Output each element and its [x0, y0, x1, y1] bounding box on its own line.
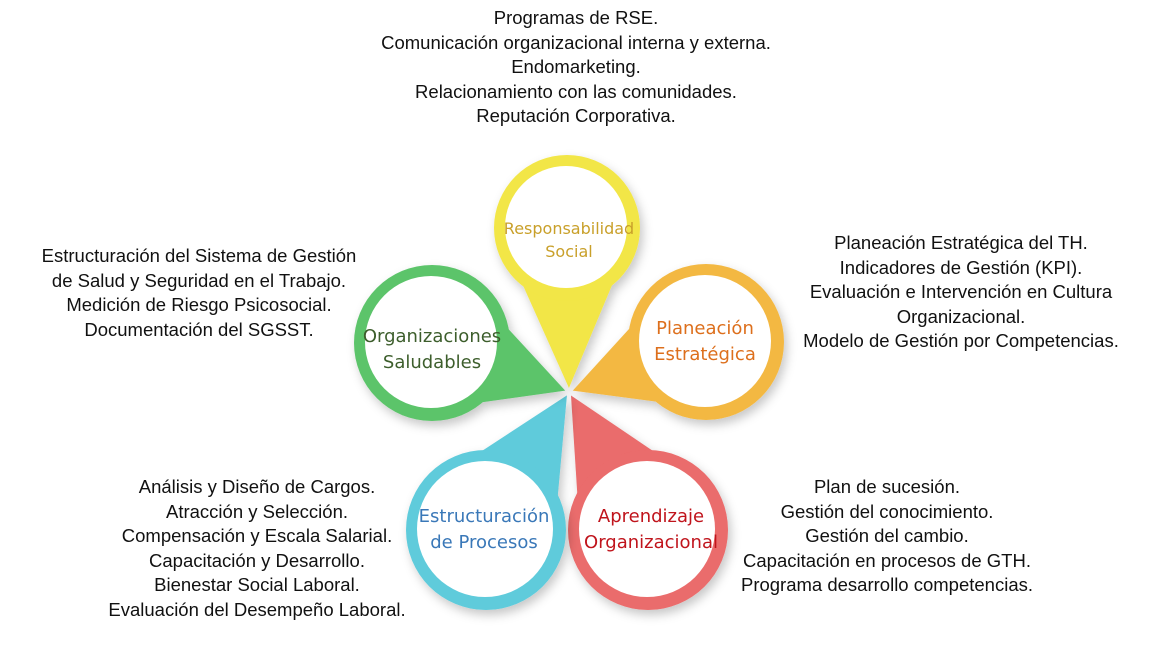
list-item: Reputación Corporativa. [476, 105, 676, 126]
title-line: Responsabilidad [503, 218, 635, 238]
list-item: Atracción y Selección. [165, 500, 349, 522]
list-item: Gestión del cambio. [805, 525, 969, 546]
list-item: Modelo de Gestión por Competencias. [803, 330, 1119, 351]
list-item: de Salud y Seguridad en el Trabajo. [51, 269, 347, 291]
list-item: Documentación del SGSST. [84, 318, 314, 340]
list-item: Plan de sucesión. [813, 476, 961, 497]
list-estructuracion: Análisis y Diseño de Cargos. Atracción y… [108, 475, 405, 622]
list-item: Evaluación e Intervención en Cultura [809, 281, 1113, 302]
title-responsabilidad-social: Responsabilidad Social [504, 217, 634, 263]
petal-inner-circle [639, 275, 771, 407]
list-item: Capacitación en procesos de GTH. [743, 549, 1031, 571]
petal-estructuracion [406, 395, 567, 610]
list-item: Capacitación y Desarrollo. [149, 549, 365, 571]
title-line: Aprendizaje [597, 505, 705, 527]
list-item: Planeación Estratégica del TH. [834, 232, 1088, 253]
title-line: Planeación [656, 317, 754, 339]
petal-inner-circle [365, 276, 497, 408]
list-item: Relacionamiento con las comunidades. [415, 80, 737, 102]
list-item: Programas de RSE. [493, 7, 659, 28]
title-aprendizaje-organizacional: Aprendizaje Organizacional [584, 504, 718, 556]
title-planeacion-estrategica: Planeación Estratégica [654, 316, 756, 368]
list-responsabilidad: Programas de RSE. Comunicación organizac… [381, 6, 771, 129]
petal-planeacion [572, 264, 784, 420]
petal-responsabilidad [494, 155, 640, 389]
list-planeacion: Planeación Estratégica del TH. Indicador… [803, 231, 1119, 354]
list-item: Programa desarrollo competencias. [740, 574, 1034, 595]
list-item: Indicadores de Gestión (KPI). [839, 256, 1083, 278]
title-line: de Procesos [430, 532, 538, 553]
petal-inner-circle [505, 166, 627, 288]
title-line: Organizacional [584, 532, 718, 553]
list-item: Comunicación organizacional interna y ex… [381, 31, 771, 53]
petal-aprendizaje [568, 395, 728, 610]
list-item: Endomarketing. [511, 56, 641, 77]
petal-inner-circle [579, 461, 715, 597]
petal-organizaciones [354, 265, 566, 421]
list-organizaciones: Estructuración del Sistema de Gestión de… [42, 244, 357, 342]
title-line: Organizaciones [362, 325, 502, 347]
title-line: Estratégica [654, 344, 756, 365]
list-aprendizaje: Plan de sucesión. Gestión del conocimien… [741, 475, 1033, 598]
list-item: Medición de Riesgo Psicosocial. [66, 294, 332, 315]
list-item: Gestión del conocimiento. [780, 500, 994, 522]
list-item: Evaluación del Desempeño Laboral. [108, 598, 406, 620]
title-line: Saludables [382, 352, 482, 373]
list-item: Compensación y Escala Salarial. [121, 525, 393, 546]
list-item: Estructuración del Sistema de Gestión [41, 245, 357, 266]
list-item: Organizacional. [896, 305, 1026, 327]
title-line: Social [545, 242, 593, 261]
title-line: Estructuración [418, 505, 550, 527]
list-item: Bienestar Social Laboral. [154, 574, 360, 595]
title-estructuracion-procesos: Estructuración de Procesos [419, 504, 550, 556]
petal-inner-circle [417, 461, 553, 597]
title-organizaciones-saludables: Organizaciones Saludables [363, 324, 501, 376]
list-item: Análisis y Diseño de Cargos. [138, 476, 376, 497]
